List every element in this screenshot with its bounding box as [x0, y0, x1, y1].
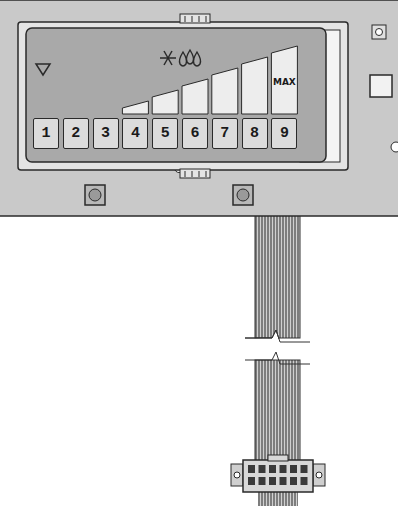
level-digit: 4: [131, 126, 140, 141]
cable-connector: [301, 465, 308, 473]
lcd-frame: [18, 22, 348, 170]
level-bars: [182, 79, 208, 114]
snowflake-symbol: [160, 51, 176, 65]
cable-connector: [290, 465, 297, 473]
cable-connector: [280, 465, 287, 473]
push-button: [233, 185, 253, 205]
push-button: [85, 185, 105, 205]
level-digit: 6: [190, 126, 199, 141]
water-drops-symbol: [179, 50, 200, 66]
cable-connector: [231, 464, 243, 486]
level-label: MAX: [273, 78, 296, 87]
ribbon-cable: [258, 492, 298, 506]
cable-connector: [316, 472, 322, 478]
level-digit: 9: [280, 126, 289, 141]
digit-box: 4: [122, 118, 148, 149]
lcd-frame: [206, 171, 207, 177]
ribbon-cable: [245, 352, 310, 364]
board: [0, 0, 398, 216]
board: [370, 75, 392, 97]
lcd-frame: [185, 171, 186, 177]
cable-connector: [259, 465, 266, 473]
ribbon-cable: [245, 330, 310, 342]
level-bars: [152, 90, 178, 114]
water-drops-symbol: [179, 52, 186, 66]
ribbon-cable: [255, 214, 300, 338]
level-bars: [122, 46, 297, 114]
digit-box: 3: [93, 118, 119, 149]
board: [0, 0, 398, 216]
lcd-frame: [199, 171, 200, 177]
level-digit: 2: [71, 126, 80, 141]
level-digit: 7: [220, 126, 229, 141]
cable-connector: [301, 477, 308, 485]
level-bars: [271, 46, 297, 114]
cable-connector: [259, 477, 266, 485]
lcd-frame: [185, 16, 186, 22]
digit-box: 6: [182, 118, 208, 149]
cable-connector: [268, 455, 288, 461]
filter-symbol: [36, 64, 50, 75]
cable-connector: [248, 465, 308, 485]
level-bars: [122, 101, 148, 114]
lcd-frame: [180, 169, 210, 178]
digit-box: 2: [63, 118, 89, 149]
digit-box: 9: [271, 118, 297, 149]
cable-connector: [280, 477, 287, 485]
snowflake-symbol: [164, 51, 172, 65]
push-button: [237, 189, 249, 201]
push-button: [85, 185, 253, 205]
cable-connector: [290, 477, 297, 485]
digit-box: 1: [33, 118, 59, 149]
level-digit: 3: [101, 126, 110, 141]
lcd-frame: [199, 16, 200, 22]
cable-connector: [269, 465, 276, 473]
digit-box: 5: [152, 118, 178, 149]
cable-connector: [248, 477, 255, 485]
water-drops-symbol: [186, 50, 193, 64]
lcd-frame: [206, 16, 207, 22]
board: [372, 25, 386, 39]
ribbon-cable: [255, 360, 300, 464]
lcd-frame: [192, 16, 193, 22]
filter-symbol: [36, 64, 50, 75]
level-digit: 1: [41, 126, 50, 141]
snowflake-symbol: [164, 51, 172, 65]
cable-connector: [234, 472, 240, 478]
level-digit: 5: [161, 126, 170, 141]
cable-connector: [231, 455, 325, 492]
level-digit: 8: [250, 126, 259, 141]
cable-connector: [248, 465, 255, 473]
water-drops-symbol: [193, 52, 200, 66]
cable-connector: [243, 460, 313, 492]
board: [376, 29, 383, 36]
board: [391, 142, 398, 152]
lcd-frame: [180, 14, 210, 23]
lcd-frame: [18, 14, 348, 178]
digit-box: 8: [242, 118, 268, 149]
cable-connector: [269, 477, 276, 485]
digit-box: 7: [212, 118, 238, 149]
level-bars: [212, 68, 238, 114]
push-button: [89, 189, 101, 201]
lcd-frame: [192, 171, 193, 177]
lcd-frame: [26, 28, 326, 162]
level-bars: [242, 57, 268, 114]
cable-connector: [313, 464, 325, 486]
